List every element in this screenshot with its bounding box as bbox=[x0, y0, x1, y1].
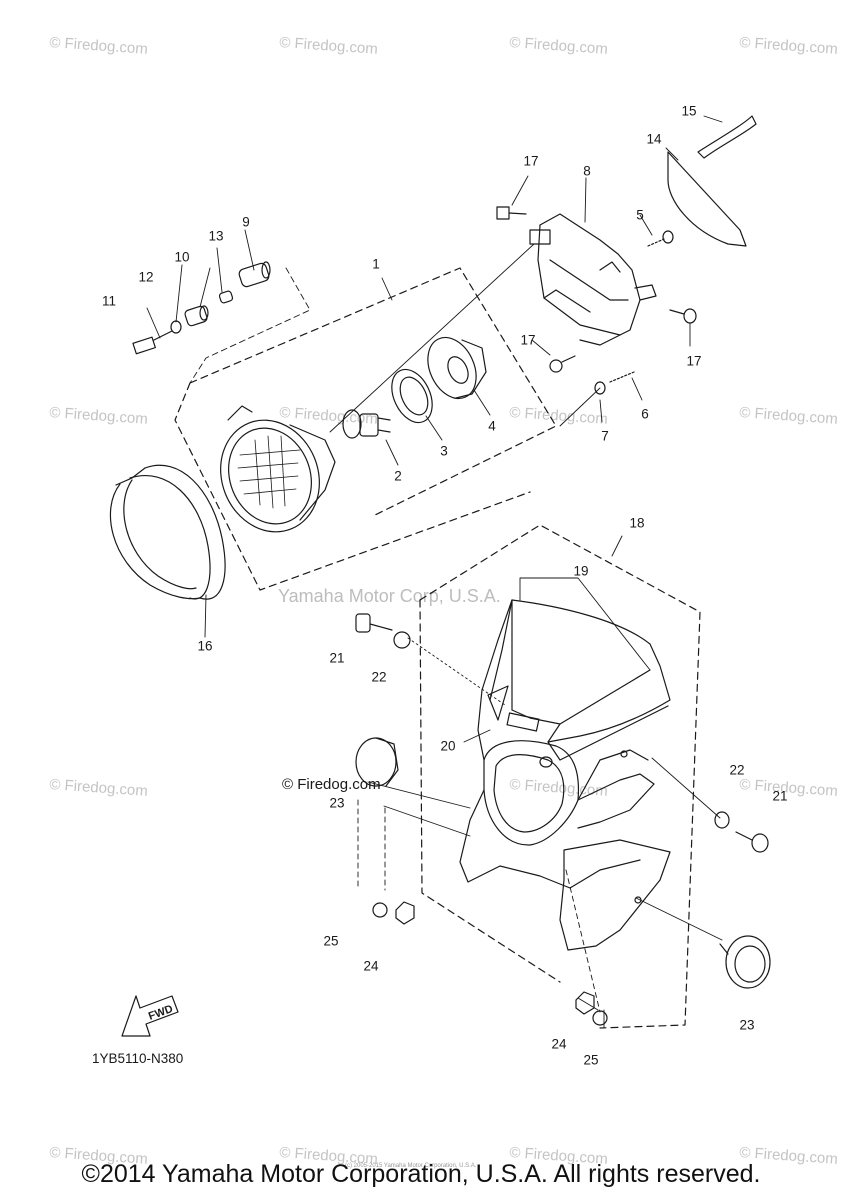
grommet-9 bbox=[238, 261, 271, 288]
callout-6: 6 bbox=[641, 406, 649, 422]
callout-17: 17 bbox=[686, 353, 702, 369]
washer-7 bbox=[594, 381, 606, 395]
callout-24: 24 bbox=[551, 1036, 567, 1052]
screw-5 bbox=[647, 230, 674, 247]
callout-25: 25 bbox=[583, 1052, 599, 1068]
reflector-23-left bbox=[355, 737, 399, 787]
bolt-21-left bbox=[355, 613, 393, 633]
callout-11: 11 bbox=[101, 293, 117, 309]
callout-8: 8 bbox=[583, 163, 591, 179]
callout-19: 19 bbox=[573, 563, 589, 579]
leader-lines-upper bbox=[146, 115, 723, 638]
grommet-10 bbox=[184, 305, 209, 327]
callout-22: 22 bbox=[371, 669, 387, 685]
callout-15: 15 bbox=[681, 103, 697, 119]
collar-13 bbox=[218, 290, 234, 304]
callout-10: 10 bbox=[174, 249, 190, 265]
callout-24: 24 bbox=[363, 958, 379, 974]
headlight-cover-box bbox=[419, 524, 701, 1029]
copyright-notice: ©2014 Yamaha Motor Corporation, U.S.A. A… bbox=[81, 1160, 761, 1188]
fwd-label: FWD bbox=[147, 1003, 175, 1023]
callout-13: 13 bbox=[208, 228, 224, 244]
bolt-21-right bbox=[735, 831, 769, 853]
fwd-arrow-icon: FWD bbox=[121, 995, 179, 1037]
callout-17: 17 bbox=[520, 332, 536, 348]
callout-16: 16 bbox=[197, 638, 213, 654]
bolt-11 bbox=[132, 330, 173, 355]
callout-5: 5 bbox=[636, 207, 644, 223]
screw-17-right bbox=[669, 308, 697, 324]
center-watermark: Yamaha Motor Corp, U.S.A. bbox=[278, 586, 501, 606]
reflector-23-right bbox=[719, 935, 771, 989]
callout-25: 25 bbox=[323, 933, 339, 949]
callout-2: 2 bbox=[394, 468, 402, 484]
washer-12 bbox=[170, 320, 182, 334]
washer-22-left bbox=[393, 631, 411, 649]
callout-23: 23 bbox=[329, 795, 345, 811]
washer-25-left bbox=[372, 902, 388, 918]
leader-lines-lower bbox=[357, 535, 723, 1029]
screw-17-top bbox=[496, 206, 527, 220]
washer-25-right bbox=[592, 1010, 608, 1026]
headlight-assembly-box bbox=[174, 267, 557, 591]
callout-4: 4 bbox=[488, 418, 496, 434]
nut-24-left bbox=[395, 901, 415, 925]
tiny-print: (c) 2005-2015 Yamaha Motor Corporation, … bbox=[345, 1163, 477, 1169]
callout-12: 12 bbox=[138, 269, 154, 285]
headlight-rim bbox=[109, 464, 226, 600]
cover-plate-14 bbox=[667, 151, 747, 247]
callout-21: 21 bbox=[772, 788, 788, 804]
callout-23: 23 bbox=[739, 1017, 755, 1033]
callout-21: 21 bbox=[329, 650, 345, 666]
headlight-stay bbox=[529, 213, 657, 346]
washer-22-right bbox=[714, 811, 730, 829]
callout-9: 9 bbox=[242, 214, 250, 230]
callout-20: 20 bbox=[440, 738, 456, 754]
callout-17: 17 bbox=[523, 153, 539, 169]
nut-24-right bbox=[575, 991, 595, 1015]
headlight-cover bbox=[459, 599, 671, 951]
callout-7: 7 bbox=[601, 428, 609, 444]
headlight-unit bbox=[220, 405, 336, 533]
bulb-cover bbox=[427, 336, 487, 400]
bulb-cover-ring bbox=[391, 368, 433, 424]
cable-band-15 bbox=[697, 115, 757, 159]
screw-17-mid bbox=[549, 355, 576, 373]
inline-watermark: © Firedog.com bbox=[282, 776, 381, 793]
callout-22: 22 bbox=[729, 762, 745, 778]
callout-18: 18 bbox=[629, 515, 645, 531]
callout-1: 1 bbox=[372, 256, 380, 272]
bolt-6 bbox=[609, 371, 635, 383]
bulb bbox=[342, 409, 391, 439]
diagram-code: 1YB5110-N380 bbox=[92, 1051, 184, 1066]
callout-14: 14 bbox=[646, 131, 662, 147]
callout-3: 3 bbox=[440, 443, 448, 459]
